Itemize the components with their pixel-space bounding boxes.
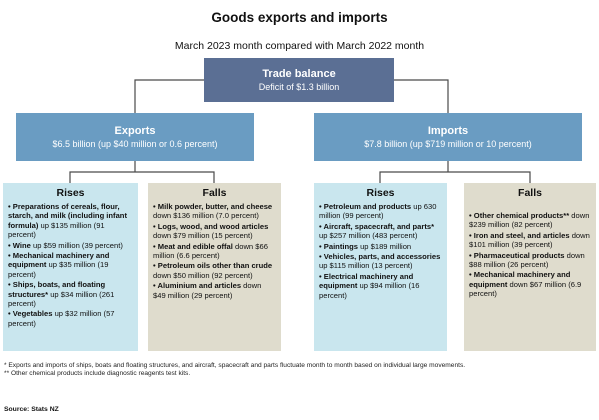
- list-item: • Logs, wood, and wood articles down $79…: [153, 221, 269, 241]
- exports-rises-heading: Rises: [56, 187, 85, 199]
- trade-balance-box: Trade balance Deficit of $1.3 billion: [204, 58, 394, 102]
- list-item: • Wine up $59 million (39 percent): [8, 240, 123, 250]
- list-item: • Milk powder, butter, and cheese down $…: [153, 202, 273, 221]
- exports-falls-box: Falls • Milk powder, butter, and cheese …: [148, 183, 281, 351]
- exports-detail: $6.5 billion (up $40 million or 0.6 perc…: [52, 139, 218, 149]
- exports-rises-box: Rises • Preparations of cereals, flour, …: [3, 183, 138, 351]
- imports-heading: Imports: [427, 125, 469, 137]
- list-item: • Petroleum and products up 630 million …: [319, 202, 437, 221]
- list-item: • Preparations of cereals, flour, starch…: [8, 202, 127, 240]
- trade-balance-heading: Trade balance: [262, 68, 336, 80]
- connector-exports-branch: [69, 171, 215, 183]
- diagram-title: Goods exports and imports: [211, 10, 388, 25]
- imports-rises-list: • Petroleum and products up 630 million …: [319, 202, 442, 300]
- imports-falls-heading: Falls: [518, 187, 542, 199]
- list-item: • Pharmaceutical products down $88 milli…: [469, 250, 585, 270]
- source-note: Source: Stats NZ: [4, 406, 59, 413]
- exports-rises-list: • Preparations of cereals, flour, starch…: [8, 202, 133, 328]
- imports-box: Imports $7.8 billion (up $719 million or…: [314, 113, 582, 161]
- exports-falls-list: • Milk powder, butter, and cheese down $…: [153, 202, 276, 300]
- list-item: • Iron and steel, and articles down $101…: [469, 230, 590, 250]
- list-item: • Aircraft, spacecraft, and parts* up $2…: [319, 221, 435, 241]
- list-item: • Mechanical machinery and equipment up …: [8, 251, 110, 279]
- imports-rises-box: Rises • Petroleum and products up 630 mi…: [314, 183, 447, 351]
- list-item: • Aluminium and articles down $49 millio…: [153, 281, 262, 300]
- trade-balance-detail: Deficit of $1.3 billion: [258, 82, 340, 92]
- imports-falls-list: • Other chemical products** down $239 mi…: [469, 211, 591, 299]
- connector-trade-imports: [394, 79, 449, 113]
- connector-imports-branch: [379, 171, 531, 183]
- footnotes: * Exports and imports of ships, boats an…: [4, 362, 564, 378]
- list-item: • Vehicles, parts, and accessories up $1…: [319, 252, 441, 271]
- list-item: • Paintings up $189 million: [319, 241, 412, 251]
- list-item: • Other chemical products** down $239 mi…: [469, 211, 590, 230]
- imports-rises-heading: Rises: [366, 187, 395, 199]
- list-item: • Ships, boats, and floating structures*…: [8, 280, 115, 309]
- exports-box: Exports $6.5 billion (up $40 million or …: [16, 113, 254, 161]
- diagram-subtitle: March 2023 month compared with March 202…: [174, 40, 425, 52]
- imports-falls-box: Falls • Other chemical products** down $…: [464, 183, 596, 351]
- exports-heading: Exports: [114, 125, 156, 137]
- list-item: • Meat and edible offal down $66 million…: [153, 241, 268, 261]
- imports-detail: $7.8 billion (up $719 million or 10 perc…: [364, 139, 532, 149]
- list-item: • Mechanical machinery and equipment dow…: [469, 270, 582, 299]
- exports-falls-heading: Falls: [202, 187, 227, 199]
- list-item: • Vegetables up $32 million (57 percent): [8, 309, 115, 328]
- connector-trade-exports: [134, 79, 204, 113]
- list-item: • Petroleum oils other than crude down $…: [153, 261, 273, 280]
- list-item: • Electrical machinery and equipment up …: [319, 271, 420, 300]
- footnote-2: ** Other chemical products include diagn…: [4, 370, 191, 378]
- footnote-1: * Exports and imports of ships, boats an…: [4, 362, 466, 369]
